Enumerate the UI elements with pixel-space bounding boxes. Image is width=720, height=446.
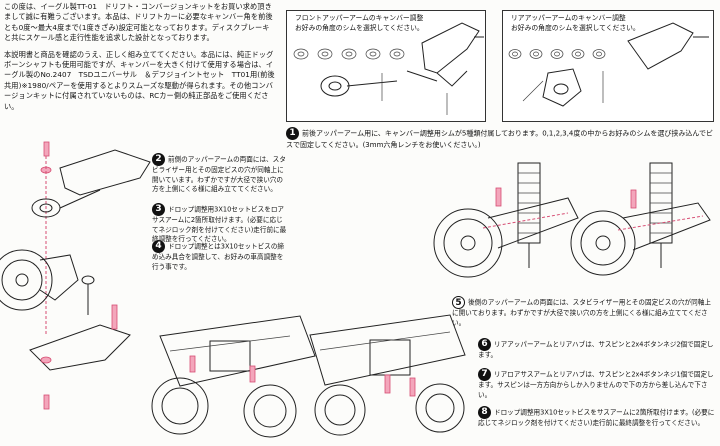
step-1-number: 1 [286,127,299,140]
step-7-text: リアロアサスアームとリアハブは、サスピンと2x4ボタンネジ1個で固定します。サス… [478,370,714,399]
intro-paragraph-1: この度は、イーグル製TT-01 ドリフト・コンバージョンキットをお買い求め頂きま… [4,2,273,43]
front-chassis-assembly-diagram [151,315,316,438]
step-4-text: ドロップ調整とは3X10セットビスの締め込み具合を調整して、お好みの車高調整を行… [152,242,285,271]
rear-chassis-assembly-diagram [309,314,466,436]
intro-text: この度は、イーグル製TT-01 ドリフト・コンバージョンキットをお買い求め頂きま… [4,2,276,118]
step-6-number: 6 [478,338,491,351]
step-3-text: ドロップ調整用3X10セットビスをロアサスアームに2箇所取付けます。(必要に応じ… [152,205,287,244]
rear-suspension-diagram [433,162,711,278]
intro-paragraph-2: 本説明書と商品を確認のうえ、正しく組み立ててください。本品には、純正ドッグボーン… [4,49,275,111]
front-camber-ref-box: フロントアッパーアームのキャンバー調整 お好みの角度のシムを選択してください。 [286,10,486,122]
rear-camber-illustration [508,22,709,107]
step-2-number: 2 [152,153,165,166]
rear-ref-title-2: お好みの角度のシムを選択してください。 [511,24,640,32]
step-8-number: 8 [478,406,491,419]
front-camber-illustration [293,22,484,115]
step-1-text: 前後アッパーアーム用に、キャンバー調整用シムが5種類付属しております。0,1,2… [286,129,714,150]
step-6-text: リアアッパーアームとリアハブは、サスピンと2x4ボタンネジ2個で固定します。 [478,340,714,360]
step-3-number: 3 [152,203,165,216]
front-suspension-exploded-diagram [0,141,151,410]
step-4-number: 4 [152,240,165,253]
step-5-text: 後側のアッパーアームの両面には、スタビライザー用とその固定ビスの穴が同軸上に開い… [452,298,711,327]
rear-ref-title-1: リアアッパーアームのキャンバー調整 [511,14,626,22]
step-7-number: 7 [478,368,491,381]
step-8-text: ドロップ調整用3X10セットビスをサスアームに2箇所取付けます。(必要に応じてネ… [478,408,715,428]
front-ref-title-2: お好みの角度のシムを選択してください。 [295,24,424,32]
rear-camber-ref-box: リアアッパーアームのキャンバー調整 お好みの角度のシムを選択してください。 [502,10,714,122]
front-ref-title-1: フロントアッパーアームのキャンバー調整 [295,14,424,22]
step-2-text: 前側のアッパーアームの両面には、スタビライザー用とその固定ビスの穴が同軸上に開い… [152,155,286,194]
